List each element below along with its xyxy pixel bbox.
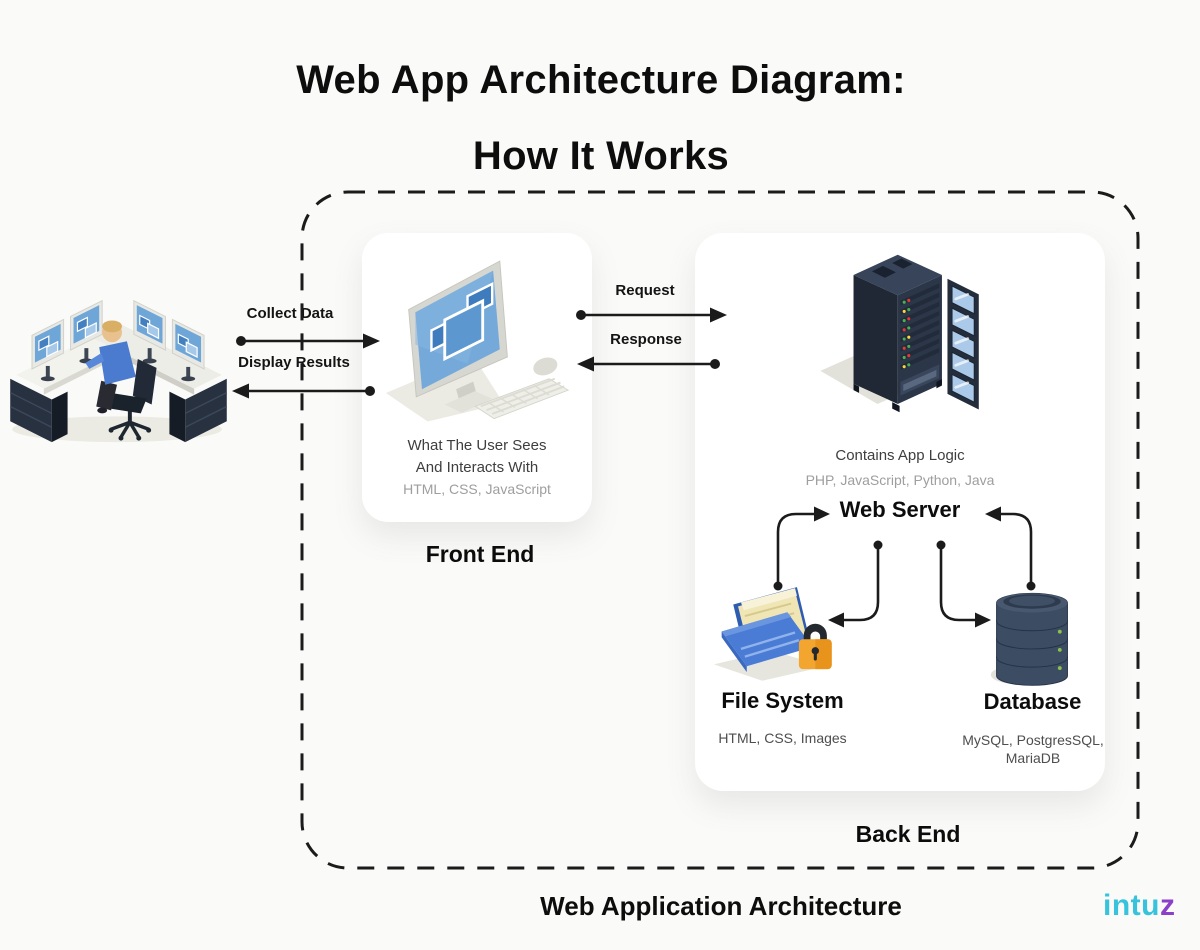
user-workstation-illustration — [9, 299, 228, 443]
frontend-card: What The User Sees And Interacts With HT… — [362, 233, 592, 522]
database-tech-list: MySQL, PostgresSQL, MariaDB — [953, 731, 1113, 767]
backend-description: Contains App Logic — [835, 447, 965, 464]
server-rack-illustration — [820, 254, 979, 413]
desktop-computer-illustration — [385, 260, 570, 422]
request-label: Request — [615, 282, 675, 299]
page-title-line1: Web App Architecture Diagram: — [296, 58, 906, 102]
backend-card: Contains App Logic PHP, JavaScript, Pyth… — [695, 233, 1105, 791]
database-label: Database — [983, 689, 1082, 714]
web-server-label: Web Server — [839, 497, 961, 522]
collect-data-arrow — [236, 333, 380, 349]
collect-data-label: Collect Data — [246, 305, 334, 322]
architecture-caption: Web Application Architecture — [540, 891, 902, 921]
frontend-tech-list: HTML, CSS, JavaScript — [403, 481, 551, 497]
file-system-label: File System — [721, 688, 844, 713]
folder-with-lock-illustration — [713, 587, 832, 681]
database-stack-illustration — [990, 592, 1068, 686]
display-results-label: Display Results — [238, 354, 350, 371]
frontend-description: What The User Sees And Interacts With — [362, 435, 592, 479]
frontend-label: Front End — [425, 541, 535, 567]
database-tech-line1: MySQL, PostgresSQL, — [962, 732, 1104, 748]
frontend-description-line2: And Interacts With — [415, 459, 539, 476]
file-system-tech-list: HTML, CSS, Images — [718, 730, 847, 746]
backend-label: Back End — [855, 821, 961, 847]
frontend-description-line1: What The User Sees — [407, 437, 547, 454]
display-results-arrow — [232, 383, 375, 399]
database-tech-line2: MariaDB — [1005, 750, 1061, 766]
intuz-logo-accent: z — [1159, 889, 1176, 922]
response-label: Response — [610, 331, 682, 348]
backend-tech-list: PHP, JavaScript, Python, Java — [805, 472, 995, 488]
page-title-line2: How It Works — [472, 134, 730, 178]
intuz-logo: intuz — [1103, 889, 1175, 923]
intuz-logo-main: intu — [1103, 889, 1160, 922]
